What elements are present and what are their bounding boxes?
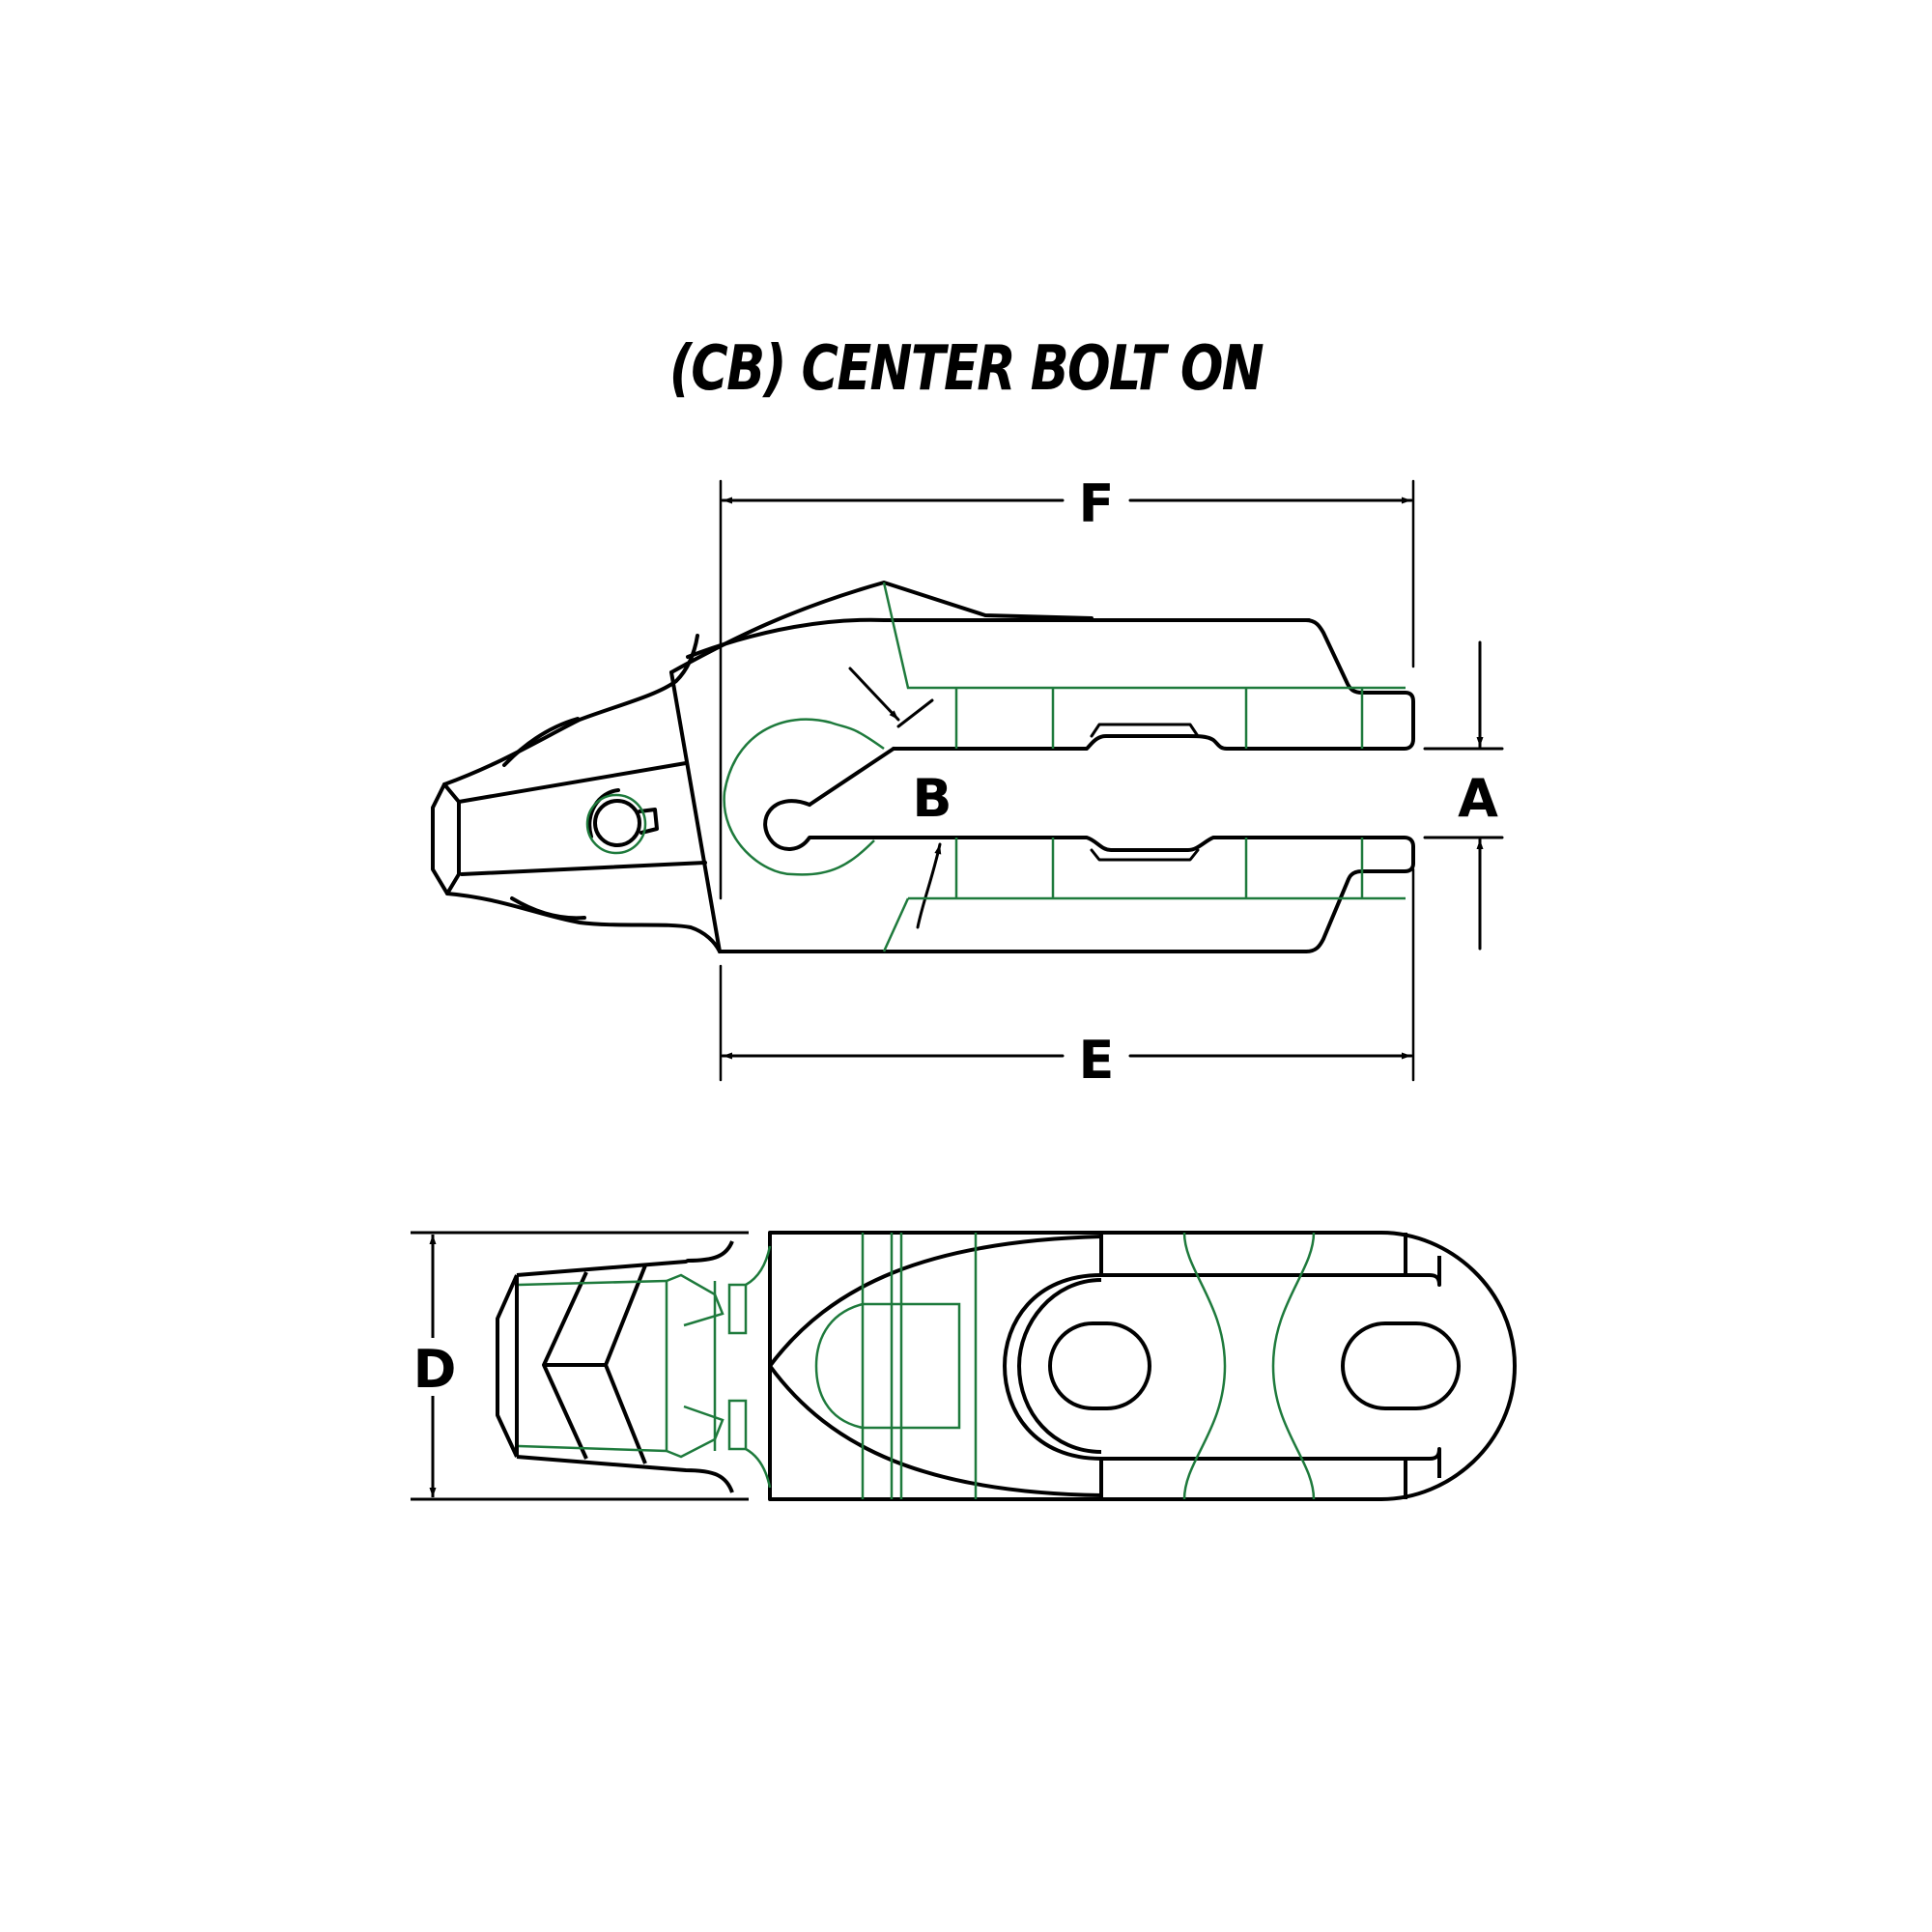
adapter-top-hump (669, 581, 1094, 674)
dim-f-label: F (1079, 473, 1115, 534)
retainer-pin (593, 799, 641, 847)
bolt-slot-right (1341, 1321, 1461, 1410)
pocket-upper-edge (808, 747, 895, 807)
dim-b-arrow-top (848, 667, 900, 722)
adapter-lug-inner (1017, 1278, 1102, 1454)
dim-b-arrow-bottom (916, 842, 942, 929)
tooth-bottom-rib (510, 896, 586, 921)
adapter-nose-top (768, 1235, 1102, 1368)
bolt-slot-left (1048, 1321, 1151, 1410)
adapter-lug-outer (1003, 1273, 1102, 1461)
dim-e-label: E (1079, 1030, 1115, 1091)
tooth-chevron-inner (604, 1264, 647, 1464)
side-view-hidden-lines (585, 582, 1406, 952)
retainer-pin-tab (638, 808, 659, 835)
tooth-tip (431, 782, 461, 895)
tooth-bottom-profile (445, 892, 722, 953)
dim-d-label: D (413, 1339, 457, 1400)
tooth-bottom-edge (516, 1455, 734, 1493)
tab-bottom (1090, 848, 1200, 862)
adapter-outline (768, 1231, 1517, 1501)
adapter-bottom-leg (892, 836, 1415, 953)
tooth-nose (496, 1274, 519, 1458)
dim-b-label: B (912, 768, 952, 829)
drawing-title: (CB) CENTER BOLT ON (668, 333, 1264, 405)
top-view (411, 1231, 1517, 1501)
pocket-round (763, 799, 895, 851)
tooth-top-rib (502, 717, 580, 767)
tooth-top-edge (516, 1240, 734, 1277)
tooth-upper-edge (457, 761, 688, 804)
adapter-nose-edge (669, 670, 722, 953)
tooth-top-profile (442, 634, 699, 786)
adapter-top-leg (892, 618, 1415, 751)
tooth-lower-edge (460, 861, 707, 876)
tab-top (1090, 723, 1200, 738)
adapter-nose-bottom (768, 1364, 1102, 1497)
top-view-hidden-lines (518, 1232, 1316, 1500)
adapter-top-inner (686, 617, 1311, 659)
side-view (431, 479, 1504, 1082)
dim-a-label: A (1458, 768, 1498, 829)
dim-b-tick (896, 698, 934, 728)
